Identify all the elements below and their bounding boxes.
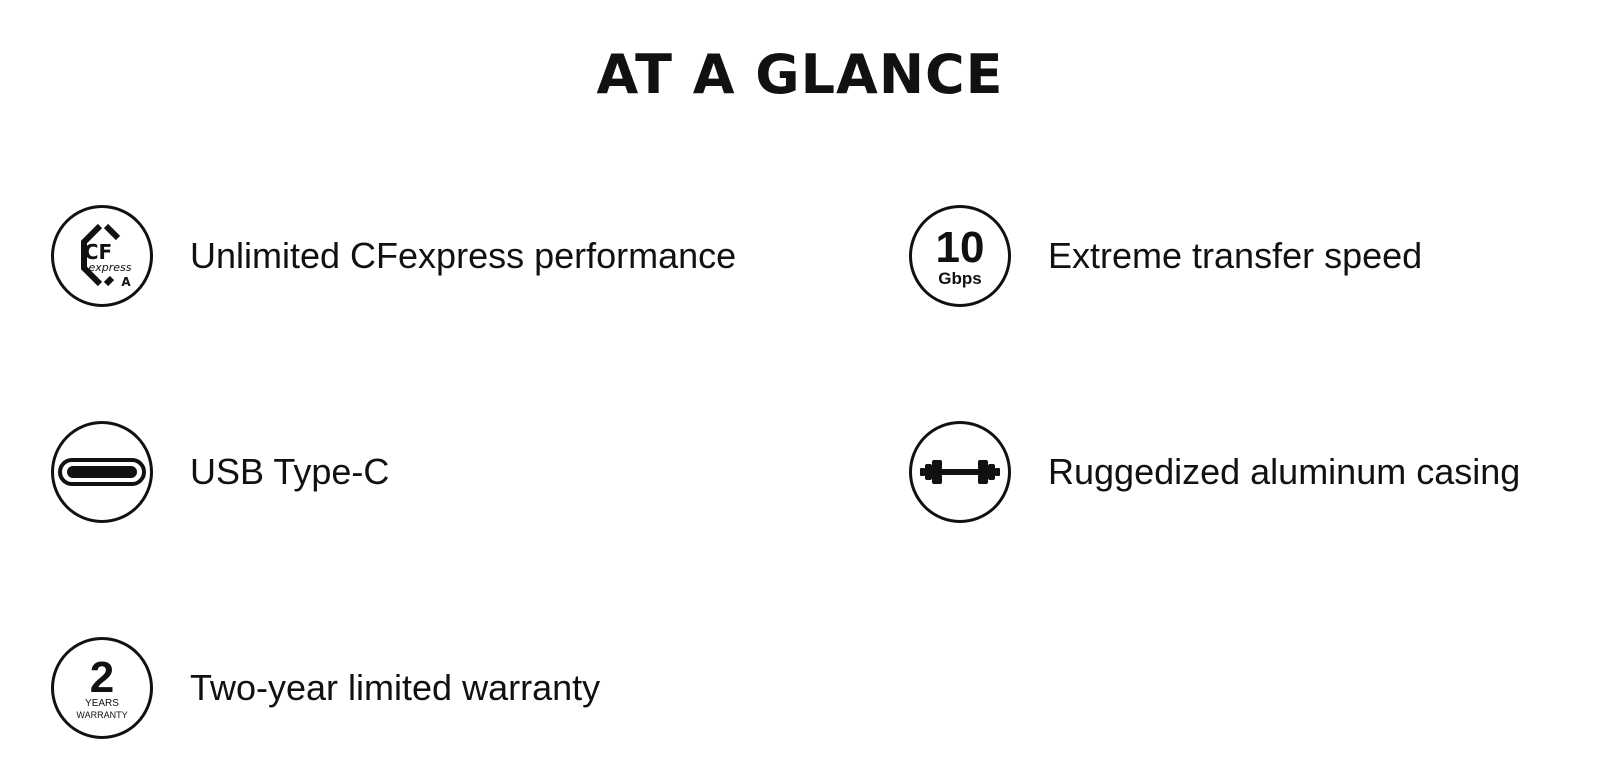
- usb-type-c-icon: [50, 420, 154, 524]
- feature-usb-type-c: USB Type-C: [50, 418, 389, 526]
- feature-cfexpress: CF express A Unlimited CFexpress perform…: [50, 202, 736, 310]
- speed-unit: Gbps: [938, 269, 981, 288]
- feature-rugged-casing: Ruggedized aluminum casing: [908, 418, 1520, 526]
- speed-10gbps-icon: 10 Gbps: [908, 204, 1012, 308]
- warranty-years-text: YEARS: [85, 698, 119, 709]
- feature-label: Extreme transfer speed: [1048, 235, 1423, 276]
- warranty-years-number: 2: [90, 653, 114, 702]
- feature-label: Unlimited CFexpress performance: [190, 235, 737, 276]
- speed-number: 10: [936, 223, 985, 272]
- cf-icon-subtext: express: [88, 261, 131, 274]
- warranty-word: WARRANTY: [76, 710, 127, 720]
- dumbbell-icon: [908, 420, 1012, 524]
- feature-transfer-speed: 10 Gbps Extreme transfer speed: [908, 202, 1422, 310]
- page-title: AT A GLANCE: [596, 43, 1004, 106]
- two-year-warranty-icon: 2 YEARS WARRANTY: [50, 636, 154, 740]
- feature-label: Two-year limited warranty: [190, 667, 601, 708]
- feature-label: Ruggedized aluminum casing: [1048, 451, 1521, 492]
- cf-icon-type-letter: A: [121, 275, 131, 289]
- cf-icon-text: CF: [84, 240, 112, 264]
- feature-label: USB Type-C: [190, 451, 390, 492]
- cfexpress-a-icon: CF express A: [50, 204, 154, 308]
- feature-warranty: 2 YEARS WARRANTY Two-year limited warran…: [50, 634, 600, 742]
